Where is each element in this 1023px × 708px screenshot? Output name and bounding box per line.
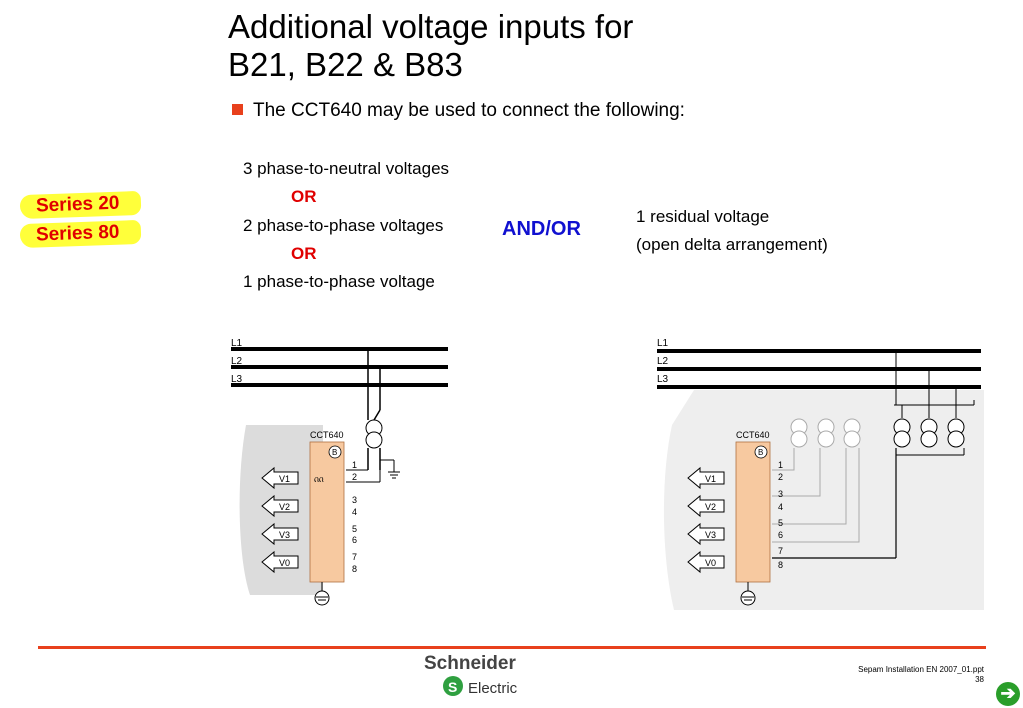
terminal-8: 8 bbox=[352, 564, 357, 574]
bus-bar-l1 bbox=[231, 347, 448, 351]
terminal-6: 6 bbox=[352, 535, 357, 545]
bullet-item: The CCT640 may be used to connect the fo… bbox=[232, 100, 685, 122]
line-label-l3-right: L3 bbox=[657, 374, 669, 385]
bullet-square-icon bbox=[232, 104, 243, 115]
ground-icon-top bbox=[388, 471, 400, 479]
or-label-2: OR bbox=[291, 244, 317, 263]
open-delta-text: (open delta arrangement) bbox=[636, 235, 828, 254]
terminal-5-right: 5 bbox=[778, 518, 783, 528]
wiring-diagram-phase-voltages: L1 L2 L3 CCT640 B V1 ᦶ V2 V3 V0 1 2 3 bbox=[231, 338, 448, 606]
ground-icon-bottom-right bbox=[740, 582, 756, 606]
input-v1-right: V1 bbox=[687, 466, 725, 490]
terminal-3-right: 3 bbox=[778, 489, 783, 499]
terminal-1-right: 1 bbox=[778, 460, 783, 470]
line-label-l1: L1 bbox=[231, 338, 243, 349]
grey-transformers bbox=[790, 418, 861, 448]
footer-page-number: 38 bbox=[975, 675, 984, 684]
cct640-module-right bbox=[735, 441, 771, 583]
logo-emblem-icon bbox=[443, 676, 463, 696]
module-badge-letter: B bbox=[332, 448, 337, 457]
title-line-2: B21, B22 & B83 bbox=[228, 46, 463, 83]
option-one-phase: 1 phase-to-phase voltage bbox=[243, 272, 435, 291]
option-two-phase: 2 phase-to-phase voltages bbox=[243, 216, 444, 235]
next-slide-button[interactable]: ➔ bbox=[996, 682, 1020, 706]
footer-filename: Sepam Installation EN 2007_01.ppt bbox=[858, 665, 984, 674]
ground-icon-bottom bbox=[314, 582, 330, 606]
input-label-v1: V1 bbox=[279, 474, 290, 484]
line-label-l2-right: L2 bbox=[657, 356, 669, 367]
bus-bar-l2 bbox=[231, 365, 448, 369]
input-label-v3-right: V3 bbox=[705, 530, 716, 540]
line-label-l3: L3 bbox=[231, 374, 243, 385]
terminal-7-right: 7 bbox=[778, 546, 783, 556]
terminal-4: 4 bbox=[352, 507, 357, 517]
module-label: CCT640 bbox=[310, 430, 344, 440]
input-v2-right: V2 bbox=[687, 494, 725, 518]
cct640-module bbox=[309, 441, 345, 583]
schneider-electric-logo: Schneider S Electric bbox=[424, 653, 518, 697]
footer-divider bbox=[38, 646, 986, 649]
module-badge-right bbox=[754, 445, 768, 459]
terminal-7: 7 bbox=[352, 552, 357, 562]
bus-bar-l2-right bbox=[657, 367, 981, 371]
bus-bar-l1-right bbox=[657, 349, 981, 353]
terminal-6-right: 6 bbox=[778, 530, 783, 540]
bus-bar-l3 bbox=[231, 383, 448, 387]
voltage-transformer-icon bbox=[365, 419, 383, 449]
logo-text-bottom: Electric bbox=[468, 680, 518, 697]
input-label-v2-right: V2 bbox=[705, 502, 716, 512]
module-badge-letter-right: B bbox=[758, 448, 763, 457]
bullet-text: The CCT640 may be used to connect the fo… bbox=[253, 100, 685, 121]
input-v0-right: V0 bbox=[687, 550, 725, 574]
terminal-2-right: 2 bbox=[778, 472, 783, 482]
residual-voltage-text: 1 residual voltage bbox=[636, 207, 770, 226]
input-v3-right: V3 bbox=[687, 522, 725, 546]
or-label-1: OR bbox=[291, 187, 317, 206]
grey-wiring bbox=[772, 448, 860, 543]
arrow-right-icon: ➔ bbox=[1000, 683, 1016, 703]
coil-icon: ᦶ bbox=[314, 474, 324, 485]
module-badge bbox=[328, 445, 342, 459]
terminal-2: 2 bbox=[352, 472, 357, 482]
page-title: Additional voltage inputs for B21, B22 &… bbox=[228, 8, 633, 84]
input-label-v3: V3 bbox=[279, 530, 290, 540]
line-label-l2: L2 bbox=[231, 356, 243, 367]
terminal-1: 1 bbox=[352, 460, 357, 470]
wiring-diagram-residual-voltage: L1 L2 L3 CCT640 B V1 V2 V3 bbox=[657, 338, 984, 610]
bus-bar-l3-right bbox=[657, 385, 981, 389]
input-label-v0-right: V0 bbox=[705, 558, 716, 568]
svg-text:S: S bbox=[448, 679, 457, 695]
input-label-v1-right: V1 bbox=[705, 474, 716, 484]
input-v2: V2 bbox=[261, 494, 299, 518]
input-v1: V1 ᦶ bbox=[261, 466, 324, 490]
residual-transformers bbox=[893, 418, 965, 448]
input-v3: V3 bbox=[261, 522, 299, 546]
option-phase-neutral: 3 phase-to-neutral voltages bbox=[243, 159, 450, 178]
and-or-label: AND/OR bbox=[502, 218, 581, 240]
series-80-highlight: Series 80 bbox=[19, 219, 142, 249]
input-label-v2: V2 bbox=[279, 502, 290, 512]
module-label-right: CCT640 bbox=[736, 430, 770, 440]
terminal-5: 5 bbox=[352, 524, 357, 534]
terminal-4-right: 4 bbox=[778, 502, 783, 512]
terminal-8-right: 8 bbox=[778, 560, 783, 570]
terminal-3: 3 bbox=[352, 495, 357, 505]
line-label-l1-right: L1 bbox=[657, 338, 669, 349]
title-line-1: Additional voltage inputs for bbox=[228, 8, 634, 45]
logo-text-top: Schneider bbox=[424, 653, 516, 674]
input-v0: V0 bbox=[261, 550, 299, 574]
series-20-highlight: Series 20 bbox=[19, 190, 142, 220]
input-label-v0: V0 bbox=[279, 558, 290, 568]
